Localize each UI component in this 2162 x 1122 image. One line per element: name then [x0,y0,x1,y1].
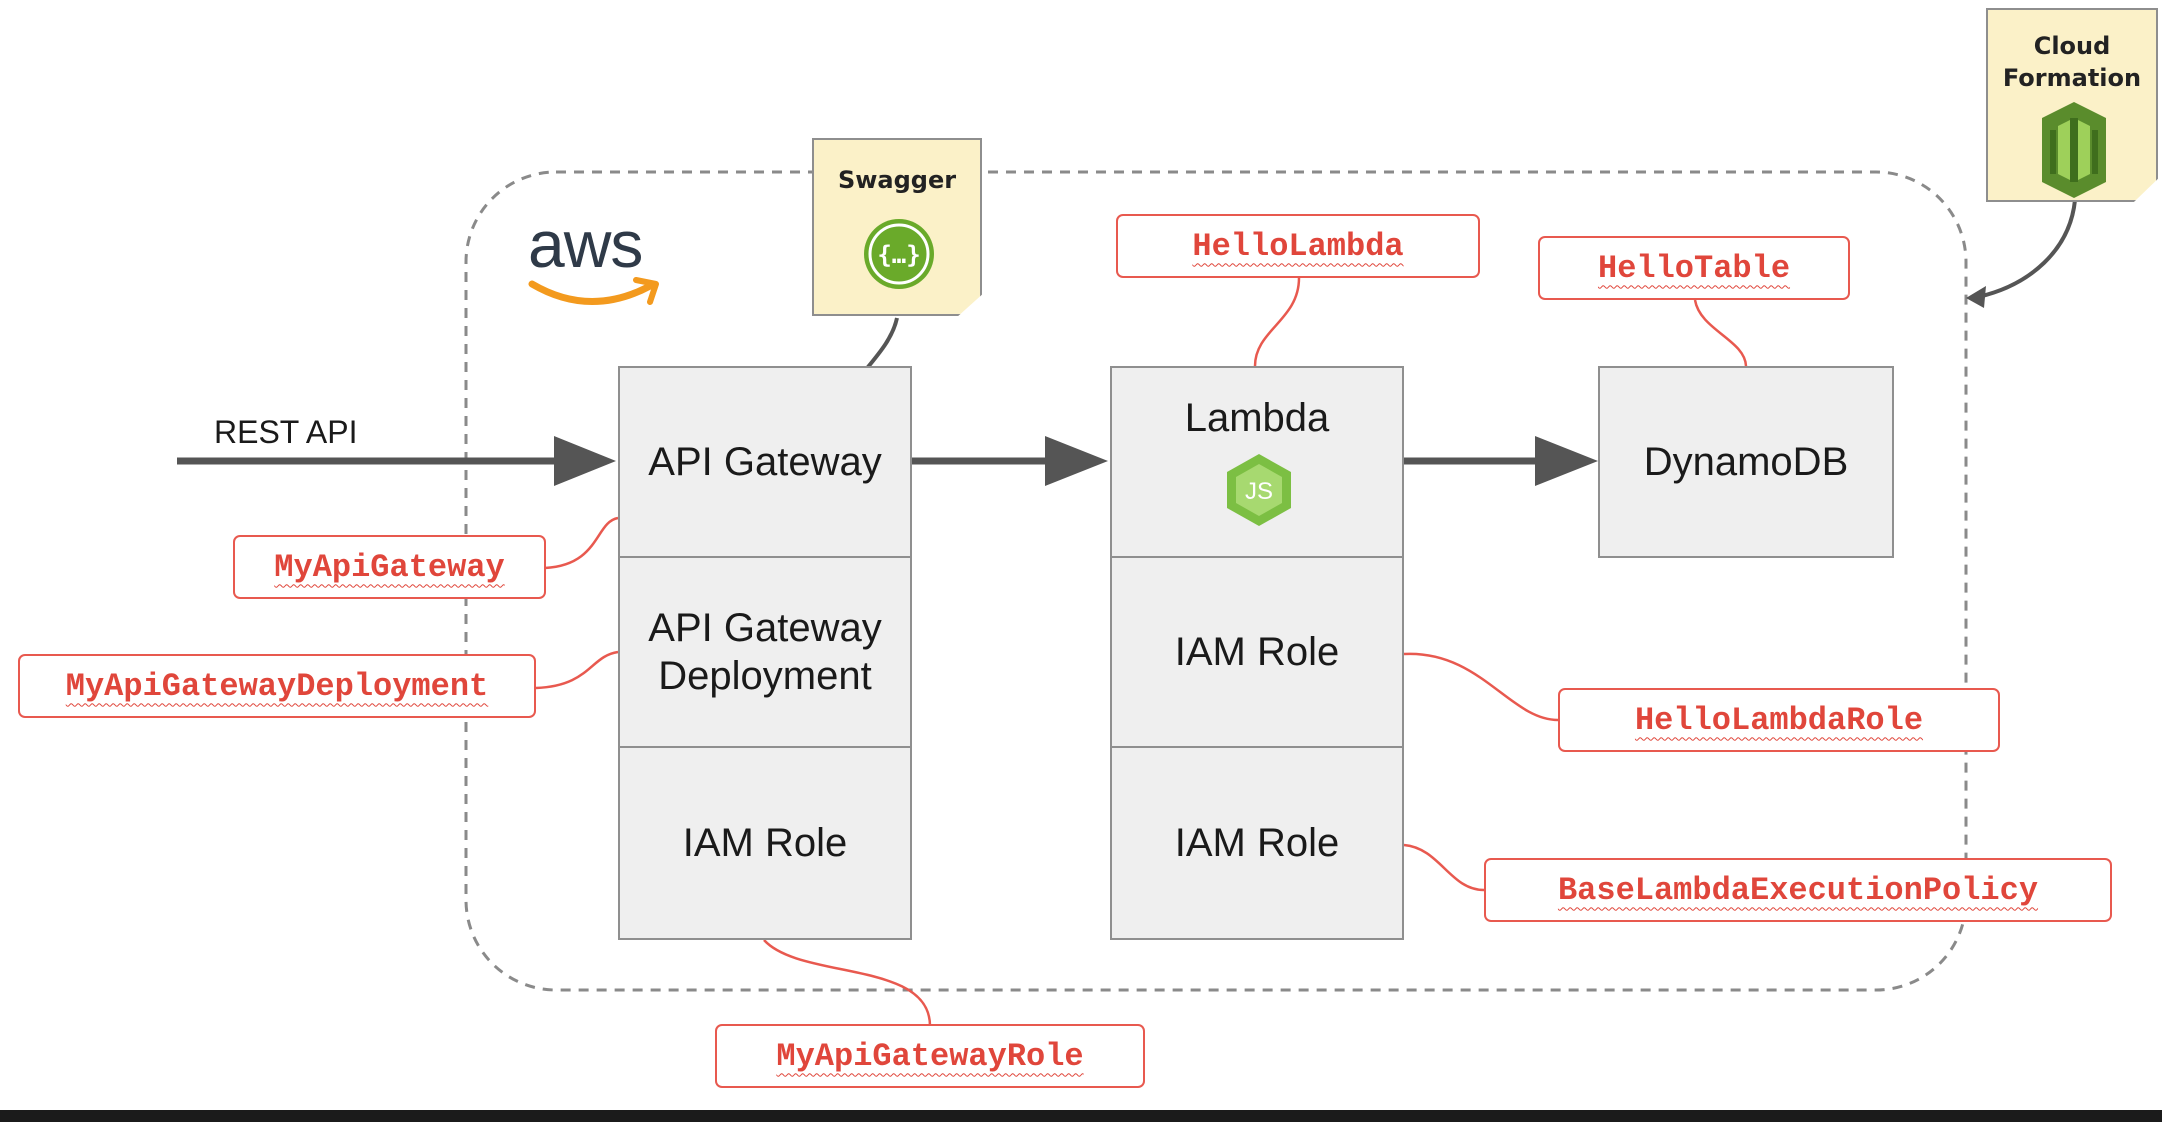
nodejs-icon: JS [1227,454,1291,526]
cloudformation-note-title-1: Cloud [2033,32,2111,60]
api-gateway-iam-role-label: IAM Role [682,821,848,865]
lambda-iam-role-label-2: IAM Role [1174,821,1340,865]
svg-text:JS: JS [1245,478,1273,505]
lambda-iam-role-label-1: IAM Role [1174,630,1340,674]
swagger-note: Swagger {…} [812,138,982,316]
rest-api-arrow [177,436,616,486]
connector-my-api-gateway-role [763,939,932,1027]
connector-hello-table [1693,299,1748,367]
dynamodb-box: DynamoDB [1598,366,1894,558]
api-gateway-box: API Gateway [618,366,912,558]
api-gateway-deployment-label-1: API Gateway [648,606,882,650]
aws-logo: aws [528,206,678,316]
svg-text:{…}: {…} [877,241,920,269]
swagger-note-title: Swagger [837,166,957,194]
lambda-iam-role-box-1: IAM Role [1110,556,1404,748]
cloudformation-note-title-2: Formation [2002,64,2142,92]
tag-hello-table: HelloTable [1538,236,1850,300]
cloudformation-arrow [1966,199,2077,308]
tag-my-api-gateway: MyApiGateway [233,535,546,599]
swagger-icon: {…} [864,219,934,289]
connector-base-lambda-execution-policy [1403,843,1485,892]
tag-my-api-gateway-role: MyApiGatewayRole [715,1024,1145,1088]
connector-hello-lambda-role [1403,652,1559,722]
cloudformation-note: Cloud Formation [1986,8,2158,202]
aws-smile-icon [528,277,659,305]
tag-my-api-gateway-deployment: MyApiGatewayDeployment [18,654,536,718]
lambda-label: Lambda [1184,396,1330,440]
aws-logo-text: aws [528,207,643,281]
api-gateway-deployment-label-2: Deployment [658,654,872,698]
rest-api-label: REST API [214,414,358,450]
connector-hello-lambda [1253,277,1301,367]
connector-my-api-gateway [544,516,619,570]
tag-hello-lambda-role: HelloLambdaRole [1558,688,2000,752]
api-gateway-iam-role-box: IAM Role [618,746,912,940]
dynamodb-label: DynamoDB [1643,440,1849,484]
connector-my-api-gateway-deployment [535,650,619,690]
bottom-bar [0,1110,2162,1122]
api-gateway-label: API Gateway [648,440,882,484]
lambda-box: Lambda JS [1110,366,1404,558]
tag-base-lambda-execution-policy: BaseLambdaExecutionPolicy [1484,858,2112,922]
api-gateway-deployment-box: API Gateway Deployment [618,556,912,748]
lambda-iam-role-box-2: IAM Role [1110,746,1404,940]
tag-hello-lambda: HelloLambda [1116,214,1480,278]
lambda-to-dynamodb-arrow [1402,436,1598,486]
cloudformation-icon [2042,102,2106,198]
gateway-to-lambda-arrow [911,436,1108,486]
